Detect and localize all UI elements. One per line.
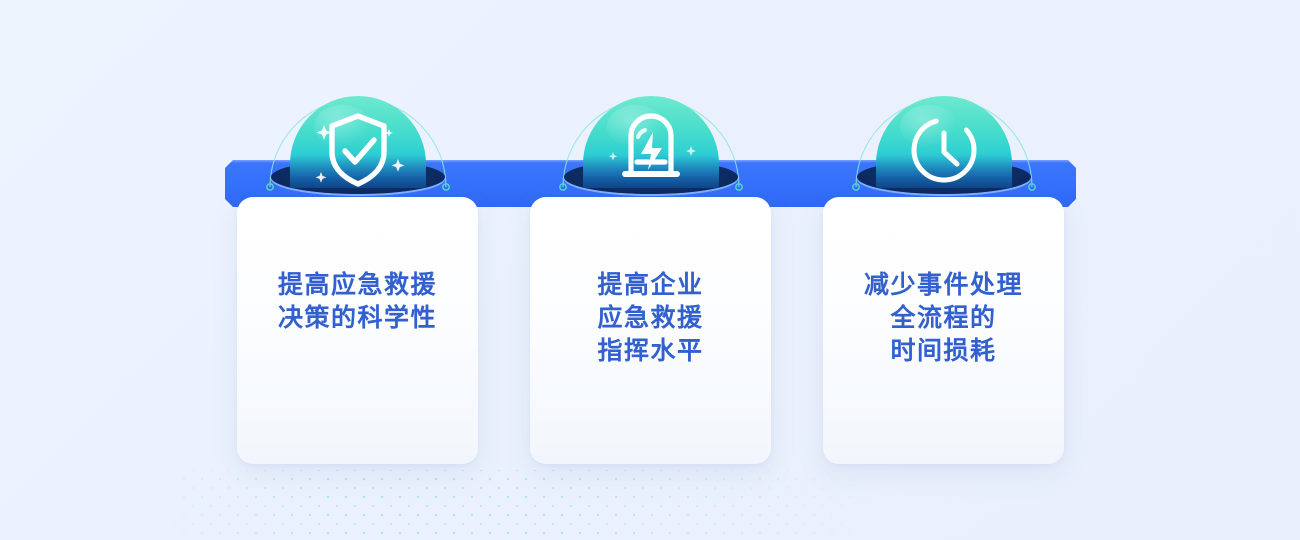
sparkle-decorations-1 bbox=[315, 125, 405, 183]
benefit-card-2-text: 提高企业 应急救援 指挥水平 bbox=[597, 271, 704, 365]
benefit-icon-node-2 bbox=[541, 88, 761, 208]
benefit-card-1[interactable]: 提高应急救援 决策的科学性 bbox=[237, 197, 478, 464]
benefit-card-3[interactable]: 减少事件处理 全流程的 时间损耗 bbox=[823, 197, 1064, 464]
benefit-card-2[interactable]: 提高企业 应急救援 指挥水平 bbox=[530, 197, 771, 464]
benefit-card-3-text: 减少事件处理 全流程的 时间损耗 bbox=[863, 271, 1023, 365]
benefit-icon-node-1 bbox=[248, 88, 468, 208]
benefit-icon-node-3 bbox=[834, 88, 1054, 208]
benefit-card-1-text: 提高应急救援 决策的科学性 bbox=[277, 271, 437, 332]
sparkle-decorations-2 bbox=[608, 146, 696, 161]
dome-gloss-3 bbox=[900, 105, 958, 148]
